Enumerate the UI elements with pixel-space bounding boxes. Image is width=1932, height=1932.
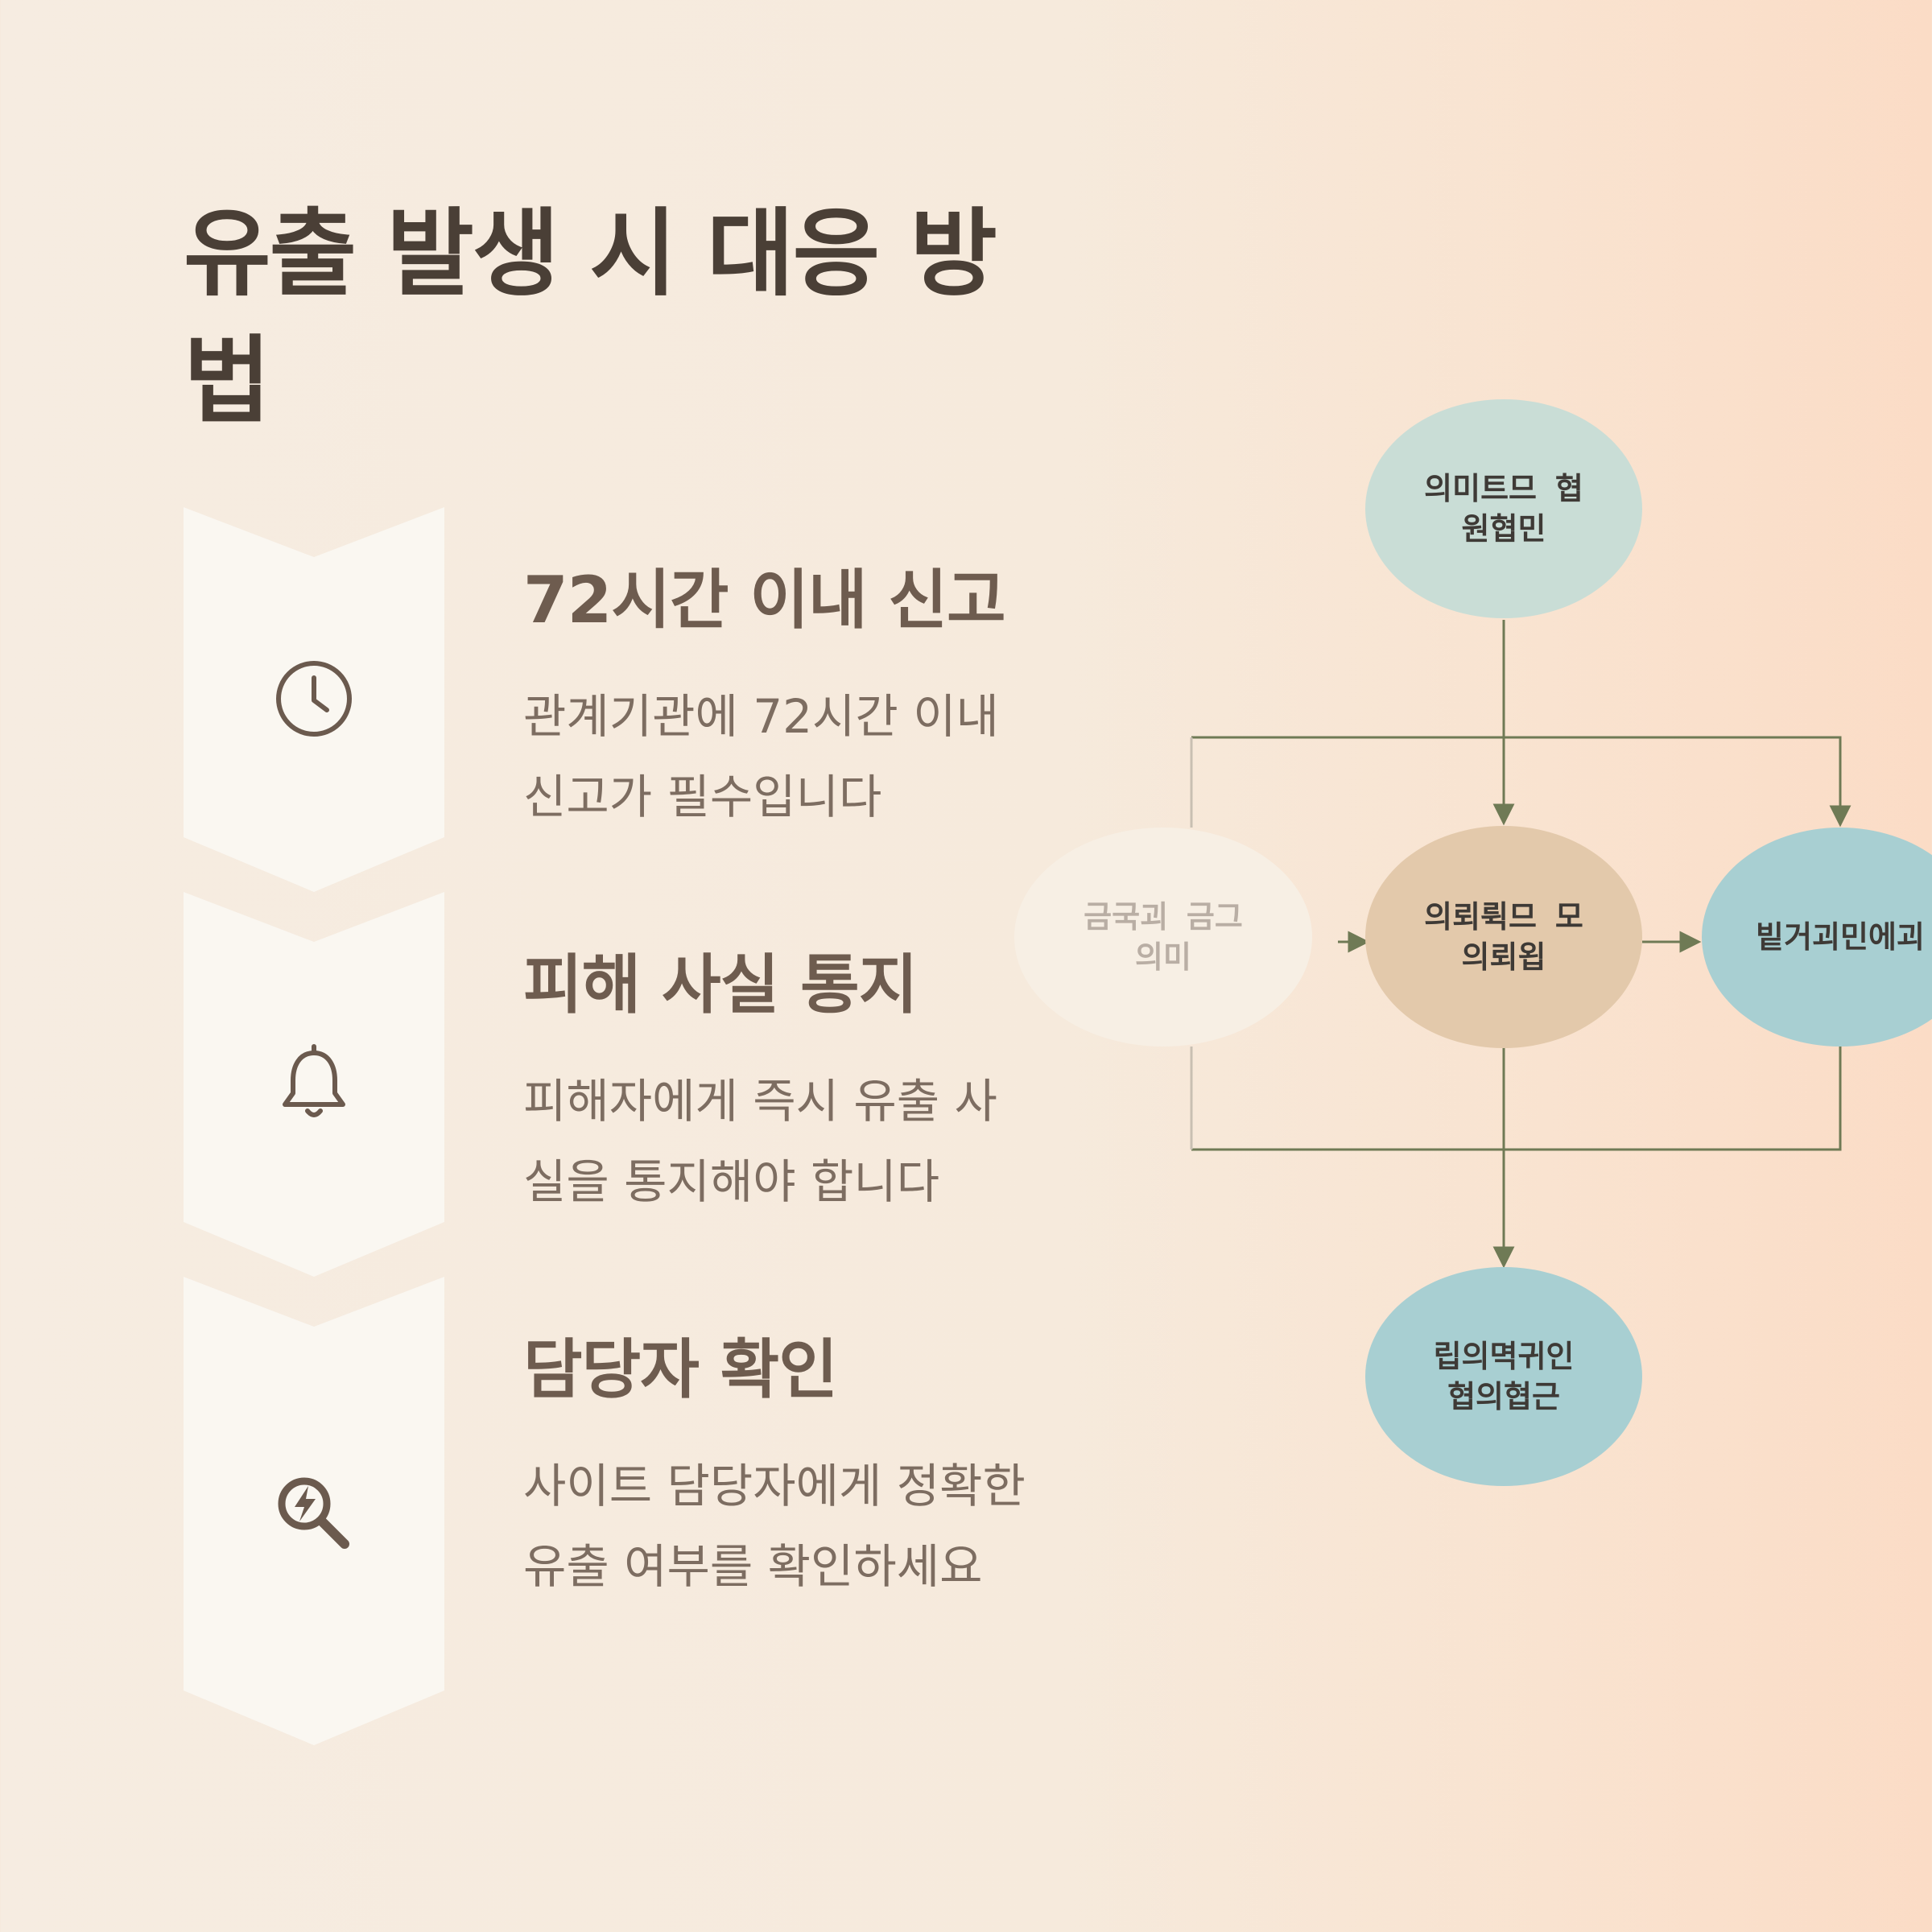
step-title-notify: 피해 사실 통지	[523, 947, 918, 1022]
flow-node-right: 빝거괴민에괴	[1702, 828, 1932, 1046]
flow-node-center: 의뢰뤽므 모의뢰욉	[1365, 826, 1642, 1048]
step-title-report: 72시간 이내 신고	[523, 563, 1006, 638]
bell-icon	[274, 1043, 354, 1124]
flow-node-center-label: 의뢰뤽므 모의뢰욉	[1424, 899, 1583, 975]
flowchart: 금국괴 금그의미 의미트므 협원협민 의뢰뤽므 모의뢰욉 빝거괴민에괴 립의멱귀…	[1014, 386, 1932, 1513]
flow-node-right-label: 빝거괴민에괴	[1756, 919, 1925, 955]
step-desc-verify: 사이트 담당자에게 정확한 유출 여부를 확인하세요	[523, 1459, 1026, 1594]
flow-node-top: 의미트므 협원협민	[1365, 399, 1642, 618]
flow-node-left-label: 금국괴 금그의미	[1084, 899, 1243, 975]
page-title: 유출 발생 시 대응 방법	[184, 198, 997, 436]
step-card-verify	[184, 1277, 444, 1745]
step-title-verify: 담당자 확인	[523, 1332, 838, 1407]
flow-node-bottom-label: 립의멱귀인 협의협근	[1433, 1339, 1575, 1414]
clock-icon	[274, 658, 354, 739]
step-desc-report: 관계기관에 72시간 이내 신고가 필수입니다	[523, 689, 999, 824]
flow-node-left: 금국괴 금그의미	[1014, 828, 1312, 1046]
flowchart-connectors	[1190, 620, 1852, 1269]
search-icon	[274, 1473, 354, 1554]
flow-node-top-label: 의미트므 협원협민	[1424, 471, 1583, 547]
step-desc-notify: 피해자에게 즉시 유출 사실을 통지해야 합니다	[523, 1074, 997, 1209]
flow-node-bottom: 립의멱귀인 협의협근	[1365, 1267, 1642, 1486]
step-card-notify	[184, 892, 444, 1277]
